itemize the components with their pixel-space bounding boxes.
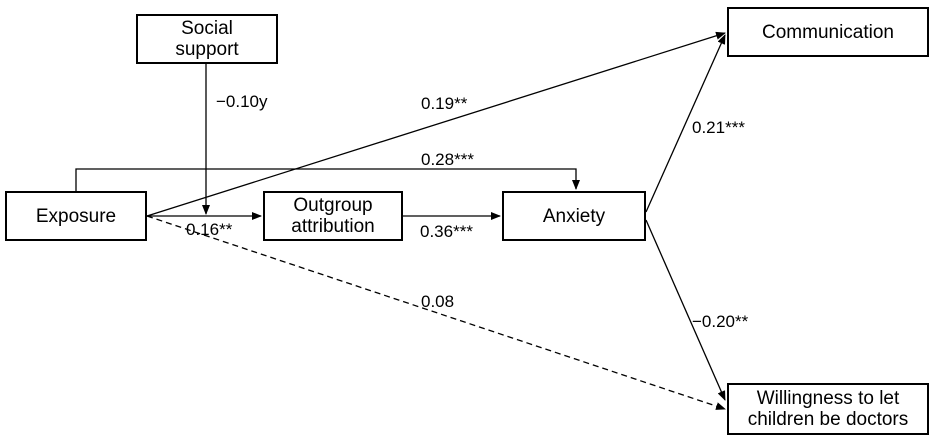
node-anxiety: Anxiety [502,191,646,241]
coef-social-support-moderation: −0.10y [216,92,268,111]
arrow-anxiety-communication [645,34,726,213]
node-willingness: Willingness to let children be doctors [727,383,929,435]
node-anxiety-label: Anxiety [542,205,606,227]
coef-anxiety-communication: 0.21*** [692,118,745,137]
node-communication-label: Communication [762,21,894,43]
coef-outgroup-anxiety: 0.36*** [420,222,473,241]
arrow-exposure-anxiety [75,168,580,191]
coef-exposure-anxiety: 0.28*** [421,150,474,169]
node-outgroup-attribution-label: Outgroup attribution [291,195,375,237]
node-outgroup-attribution: Outgroup attribution [263,191,403,241]
node-exposure-label: Exposure [35,205,117,227]
coef-anxiety-willingness: −0.20** [692,312,749,331]
arrow-exposure-communication [146,31,726,217]
arrow-exposure-willingness [146,215,726,410]
arrow-anxiety-willingness [645,219,726,401]
coef-exposure-communication: 0.19** [421,94,468,113]
node-social-support-label: Social support [175,18,239,60]
node-exposure: Exposure [5,191,147,241]
node-willingness-label: Willingness to let children be doctors [747,388,909,430]
coef-exposure-willingness: 0.08 [421,292,455,311]
node-communication: Communication [727,7,929,57]
coef-exposure-outgroup: 0.16** [186,220,233,239]
node-social-support: Social support [136,14,278,64]
